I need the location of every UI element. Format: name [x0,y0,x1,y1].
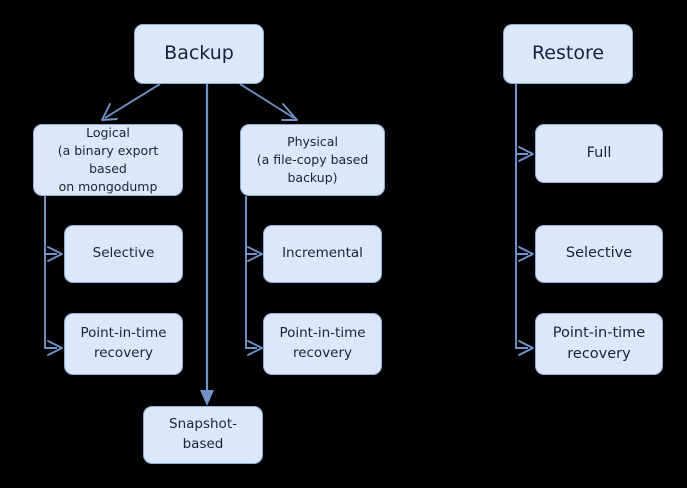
node-restore-selective[interactable]: Selective [535,225,663,283]
node-restore-pit-line2: recovery [567,346,631,362]
node-logical-line3: on mongodump [58,179,158,195]
node-logical-selective-label: Selective [92,245,155,262]
node-snapshot-line2: based [182,436,224,452]
edge-backup-to-snapshot [200,84,214,406]
node-physical-line2: (a file-copy based [256,151,369,167]
node-physical-line3: backup) [287,170,338,186]
node-logical-point-in-time-recovery[interactable]: Point-in-time recovery [64,313,183,375]
node-physical-pit-line2: recovery [292,345,353,361]
node-restore-full[interactable]: Full [535,124,663,183]
edge-physical-to-incremental [245,196,263,262]
node-restore-full-label: Full [586,144,612,161]
edge-restore-to-full [515,84,534,162]
node-physical[interactable]: Physical (a file-copy based backup) [240,124,385,196]
edge-restore-to-pit [515,84,534,356]
edge-restore-to-selective [515,84,534,262]
edge-logical-to-selective [44,196,63,262]
node-physical-line1: Physical [287,133,338,149]
node-physical-incremental[interactable]: Incremental [263,225,382,283]
node-logical-pit-line2: recovery [93,345,154,361]
node-physical-point-in-time-recovery[interactable]: Point-in-time recovery [263,313,382,375]
node-logical-line1: Logical [86,124,130,140]
node-restore-root[interactable]: Restore [503,24,633,84]
node-backup-root-label: Backup [164,42,234,65]
edge-backup-to-physical [239,83,298,121]
edge-backup-to-logical [101,83,161,121]
node-restore-point-in-time-recovery[interactable]: Point-in-time recovery [535,313,663,375]
node-backup-root[interactable]: Backup [134,24,264,84]
node-physical-pit-line1: Point-in-time [279,325,366,342]
edge-physical-to-pit [245,196,263,356]
node-restore-selective-label: Selective [565,245,633,262]
node-snapshot-based[interactable]: Snapshot- based [143,406,263,464]
node-restore-root-label: Restore [531,42,605,65]
node-logical-selective[interactable]: Selective [64,225,183,283]
node-restore-pit-line1: Point-in-time [552,324,646,341]
node-logical[interactable]: Logical (a binary export based on mongod… [33,124,183,196]
node-logical-pit-line1: Point-in-time [80,325,167,342]
node-snapshot-line1: Snapshot- [169,416,237,433]
node-physical-incremental-label: Incremental [282,245,363,262]
edge-logical-to-pit [44,196,63,356]
node-logical-line2: (a binary export based [57,142,159,176]
